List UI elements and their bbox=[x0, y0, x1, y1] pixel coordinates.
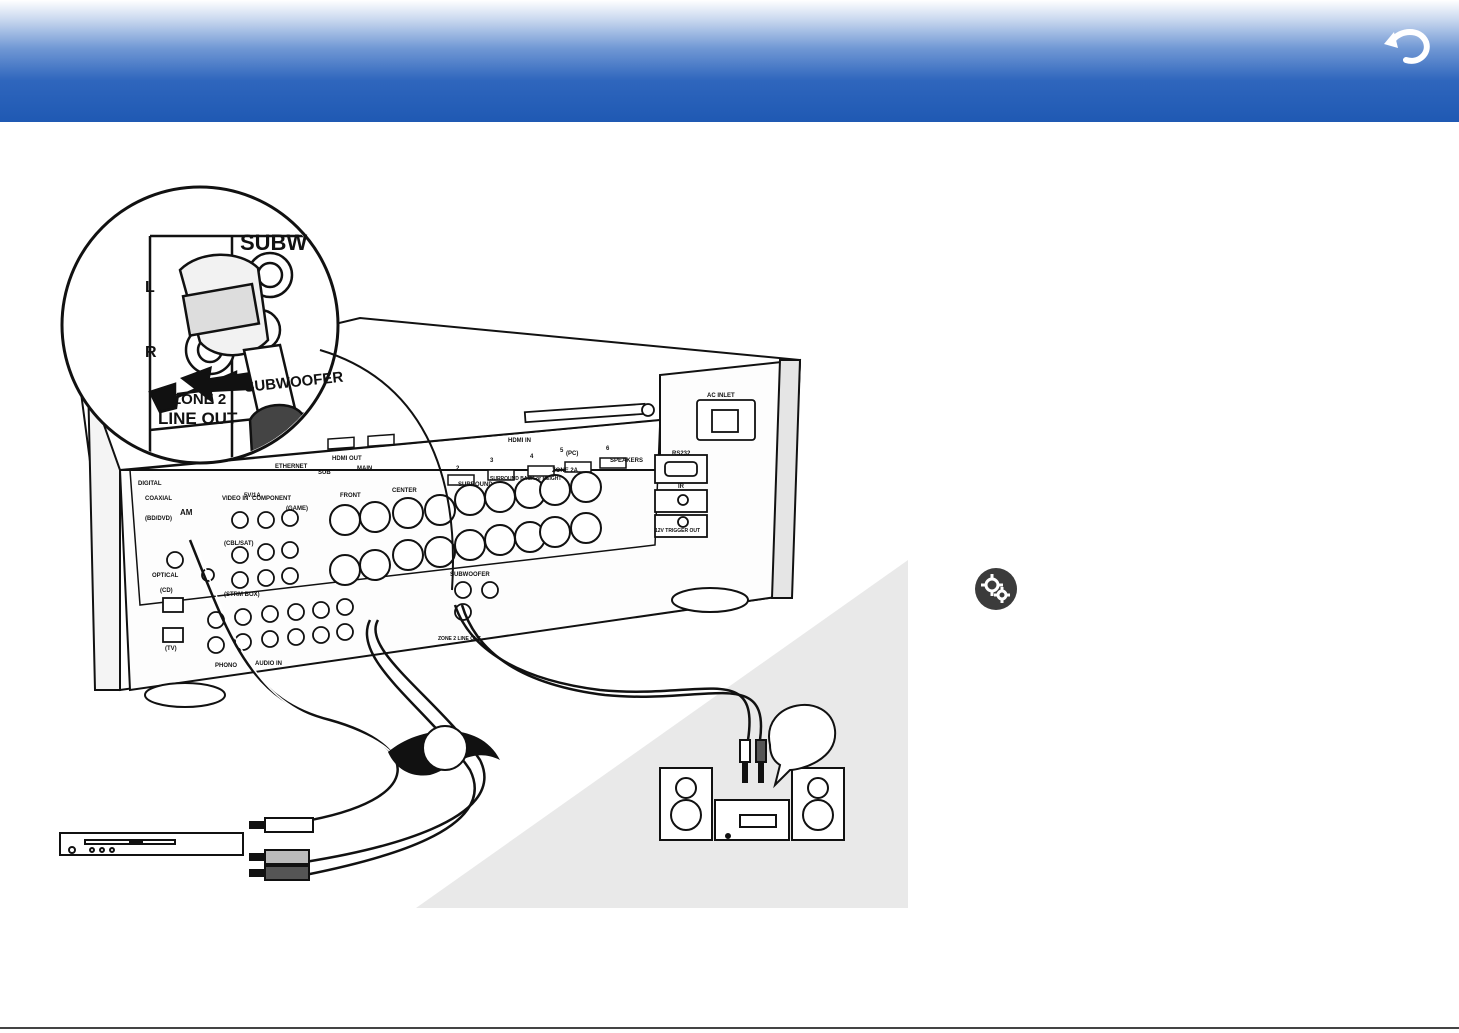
label-trigger: 12V TRIGGER OUT bbox=[655, 528, 700, 534]
label-zone2a: ZONE 2A bbox=[552, 468, 579, 474]
label-video-in: VIDEO IN bbox=[222, 496, 248, 502]
label-usb: 5V/1A bbox=[244, 493, 261, 499]
zoom-callout: SUBW L R ZONE 2 SUBWOOFER LINE OUT bbox=[60, 185, 344, 465]
label-tv: (TV) bbox=[165, 646, 177, 652]
zoom-zone-label: ZONE 2 bbox=[172, 391, 226, 408]
hdmi-ports bbox=[327, 433, 627, 486]
cable-twist-icon bbox=[388, 725, 500, 776]
label-surround: SURROUND bbox=[458, 482, 493, 488]
hdmi-number-labels: 2 3 4 5 6 bbox=[456, 446, 610, 472]
label-strm-box: (STRM BOX) bbox=[224, 592, 260, 598]
speaker-terminals bbox=[329, 471, 602, 586]
zoom-left-label: L bbox=[145, 279, 155, 296]
speech-bubble-icon bbox=[768, 704, 837, 789]
label-hdmi-out: HDMI OUT bbox=[332, 456, 362, 462]
label-phono: PHONO bbox=[215, 663, 237, 669]
label-rs232: RS232 bbox=[672, 451, 691, 457]
svg-text:3: 3 bbox=[490, 458, 494, 464]
label-digital: DIGITAL bbox=[138, 481, 162, 487]
rca-plugs-player bbox=[249, 817, 314, 881]
label-pc: (PC) bbox=[566, 451, 578, 457]
rca-jacks bbox=[162, 509, 499, 654]
zoom-right-label: R bbox=[145, 344, 157, 361]
label-surround-back: SURROUND BACK or HEIGHT bbox=[490, 476, 561, 482]
label-bd-dvd: (BD/DVD) bbox=[145, 516, 172, 522]
label-ethernet: ETHERNET bbox=[275, 464, 308, 470]
label-speakers: SPEAKERS bbox=[610, 458, 643, 464]
mini-stereo-icon bbox=[659, 739, 845, 841]
label-zone2-line-out: ZONE 2 LINE OUT bbox=[438, 636, 481, 642]
label-center: CENTER bbox=[392, 488, 417, 494]
svg-text:4: 4 bbox=[530, 454, 534, 460]
label-front: FRONT bbox=[340, 493, 361, 499]
label-hdmi-in: HDMI IN bbox=[508, 438, 531, 444]
connection-diagram: DIGITAL COAXIAL (BD/DVD) OPTICAL (CD) (T… bbox=[59, 185, 908, 908]
label-sub: SUB bbox=[318, 470, 331, 476]
back-arrow-icon[interactable] bbox=[1380, 18, 1436, 68]
rear-misc-ports bbox=[523, 399, 756, 538]
label-optical: OPTICAL bbox=[152, 573, 179, 579]
zoom-subwoofer-label: SUBW bbox=[240, 230, 307, 255]
bd-player-icon bbox=[59, 832, 244, 856]
footer-divider bbox=[0, 1027, 1459, 1029]
label-cbl-sat: (CBL/SAT) bbox=[224, 541, 254, 547]
page-header bbox=[0, 0, 1459, 122]
svg-text:5: 5 bbox=[560, 448, 564, 454]
label-ir: IR bbox=[678, 484, 685, 490]
label-main: MAIN bbox=[357, 466, 372, 472]
label-coaxial: COAXIAL bbox=[145, 496, 172, 502]
label-ac-inlet: AC INLET bbox=[707, 393, 735, 399]
label-cd: (CD) bbox=[160, 588, 173, 594]
push-arrow-icon bbox=[180, 366, 252, 404]
cables bbox=[188, 349, 763, 877]
label-subwoofer: SUBWOOFER bbox=[450, 572, 490, 578]
label-game: (GAME) bbox=[286, 506, 308, 512]
label-am: AM bbox=[180, 508, 193, 517]
zoom-line-out-label: LINE OUT bbox=[158, 409, 238, 428]
svg-text:2: 2 bbox=[456, 466, 460, 472]
label-audio-in: AUDIO IN bbox=[255, 661, 282, 667]
label-component: COMPONENT bbox=[252, 496, 291, 502]
svg-text:6: 6 bbox=[606, 446, 610, 452]
settings-gear-icon bbox=[975, 568, 1017, 610]
